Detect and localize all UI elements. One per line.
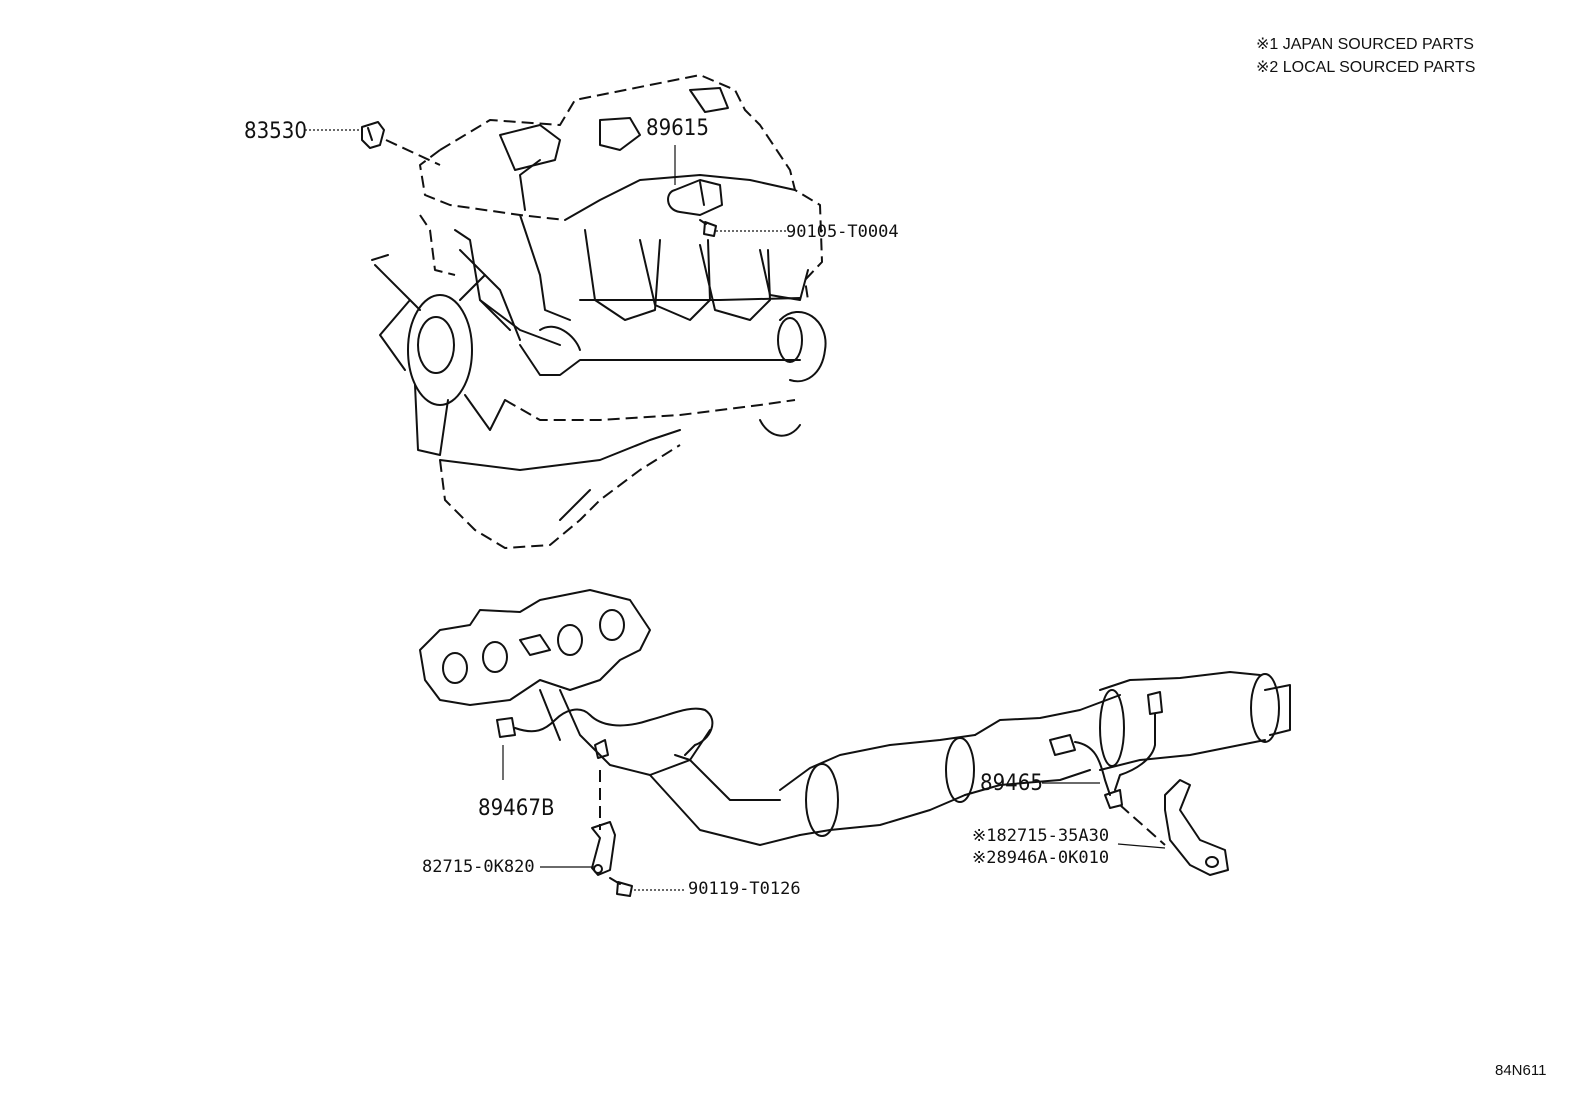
part-label-82715-35a30[interactable]: ※182715-35A30	[972, 826, 1109, 846]
oxygen-sensor-89467b-part	[496, 707, 714, 761]
engine-assembly-drawing	[371, 74, 827, 549]
part-label-90119-t0126[interactable]: 90119-T0126	[688, 879, 801, 899]
part-label-82715-0k820[interactable]: 82715-0K820	[422, 857, 535, 877]
exhaust-manifold-drawing	[419, 589, 801, 846]
bolt-90105-part	[699, 219, 786, 237]
leader-bracket-35a30	[1117, 843, 1166, 849]
illustration-id: 84N611	[1495, 1062, 1546, 1079]
sensor-89615-part	[667, 145, 723, 216]
part-label-8946a-0k010[interactable]: ※28946A-0K010	[972, 848, 1109, 868]
oxygen-sensor-89465-part	[1049, 691, 1163, 809]
bracket-82715-0k820-part	[591, 821, 616, 876]
oil-pressure-switch-part	[361, 121, 441, 166]
rear-catalytic-converter-drawing	[1099, 671, 1291, 771]
part-label-83530[interactable]: 83530	[244, 119, 307, 144]
part-label-89467b[interactable]: 89467B	[478, 796, 555, 821]
japan-sourced-note: ※1 JAPAN SOURCED PARTS	[1256, 36, 1474, 53]
part-label-89465[interactable]: 89465	[980, 771, 1043, 796]
bolt-90119-part	[609, 877, 633, 897]
front-catalytic-converter-drawing	[779, 694, 1121, 837]
bracket-82715-35a30-part	[1119, 779, 1229, 876]
local-sourced-note: ※2 LOCAL SOURCED PARTS	[1256, 59, 1475, 76]
part-label-90105-t0004[interactable]: 90105-T0004	[786, 222, 899, 242]
part-label-89615[interactable]: 89615	[646, 116, 709, 141]
